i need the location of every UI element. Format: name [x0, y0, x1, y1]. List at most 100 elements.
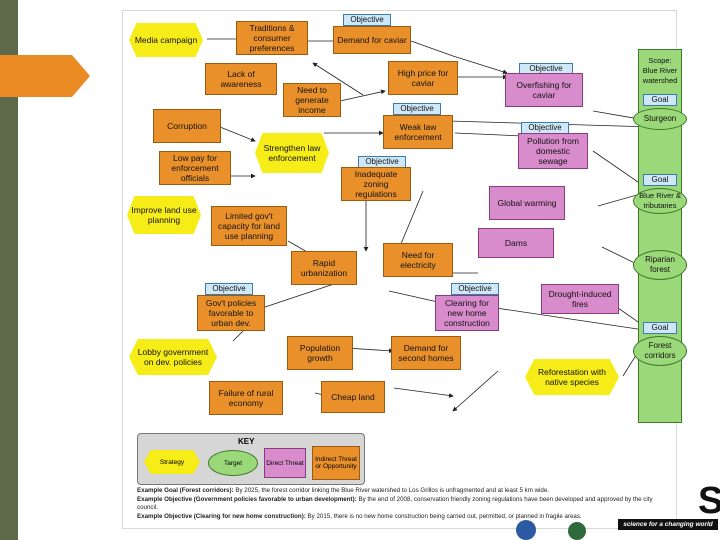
node-label: Low pay for enforcement officials: [171, 153, 219, 183]
strategy-media-campaign: Media campaign: [129, 23, 203, 57]
key-label: Indirect Threat or Opportunity: [315, 456, 357, 470]
objective-tag: Objective: [451, 283, 499, 295]
direct-clearing: Clearing for new home construction: [435, 295, 499, 331]
node-label: Corruption: [167, 121, 207, 131]
node-label: High price for caviar: [397, 68, 449, 88]
node-label: Strengthen law enforcement: [263, 143, 321, 163]
note-text: By the end of 2008, conservation friendl…: [137, 495, 653, 512]
indirect-inadequate-zoning: Inadequate zoning regulations: [341, 167, 411, 201]
objective-tag: Objective: [205, 283, 253, 295]
note-objective-2: Example Objective (Clearing for new home…: [137, 513, 673, 522]
node-label: Media campaign: [134, 35, 198, 45]
target-blue-river: Blue River & tributaries: [633, 188, 687, 214]
indirect-need-income: Need to generate income: [283, 83, 341, 117]
node-label: Improve land use planning: [131, 205, 197, 225]
target-label: Forest corridors: [644, 341, 676, 360]
conceptual-model-diagram: Media campaign Traditions & consumer pre…: [122, 10, 687, 529]
objective-tag: Objective: [343, 14, 391, 26]
indirect-population-growth: Population growth: [287, 336, 353, 370]
key-direct-threat: Direct Threat: [264, 448, 306, 478]
key-label: Direct Threat: [266, 459, 304, 467]
goal-tag: Goal: [643, 322, 677, 334]
key-label: Target: [223, 459, 243, 467]
note-text: By 2025, the forest corridor linking the…: [235, 487, 550, 494]
node-label: Failure of rural economy: [218, 388, 274, 408]
strategy-improve-land: Improve land use planning: [127, 196, 201, 234]
indirect-weak-law: Weak law enforcement: [383, 115, 453, 149]
slide-sidebar: [0, 0, 18, 540]
note-text: By 2015, there is no new home constructi…: [307, 512, 582, 520]
indirect-lack-awareness: Lack of awareness: [205, 63, 277, 95]
indirect-corruption: Corruption: [153, 109, 221, 143]
indirect-failure-rural: Failure of rural economy: [209, 381, 283, 415]
node-label: Traditions & consumer preferences: [249, 23, 295, 53]
target-label: Riparian forest: [645, 255, 675, 274]
key-title: KEY: [238, 437, 255, 446]
note-objective-1: Example Objective (Government policies f…: [137, 496, 673, 513]
note-label: Example Goal (Forest corridors):: [137, 487, 234, 494]
indirect-high-price: High price for caviar: [388, 61, 458, 95]
arrow-tab: [0, 55, 90, 97]
node-label: Global warming: [497, 198, 557, 208]
indirect-demand-homes: Demand for second homes: [391, 336, 461, 370]
indirect-need-electricity: Need for electricity: [383, 243, 453, 277]
target-label: Blue River & tributaries: [639, 191, 681, 210]
note-goal: Example Goal (Forest corridors): By 2025…: [137, 487, 673, 496]
key-strategy: Strategy: [144, 450, 200, 474]
agency-seal-2-icon: [568, 522, 586, 540]
note-label: Example Objective (Clearing for new home…: [137, 512, 306, 520]
direct-drought-fires: Drought-induced fires: [541, 284, 619, 314]
direct-dams: Dams: [478, 228, 554, 258]
key-label: Strategy: [159, 458, 185, 466]
node-label: Need for electricity: [400, 250, 436, 270]
indirect-traditions: Traditions & consumer preferences: [236, 21, 308, 55]
node-label: Weak law enforcement: [394, 122, 442, 142]
indirect-gov-policies: Gov't policies favorable to urban dev.: [197, 295, 265, 331]
strategy-strengthen-law: Strengthen law enforcement: [255, 133, 329, 173]
target-label: Sturgeon: [643, 114, 677, 123]
indirect-demand-caviar: Demand for caviar: [333, 26, 411, 54]
target-sturgeon: Sturgeon: [633, 108, 687, 130]
logo-tagline: science for a changing world: [618, 519, 718, 530]
example-notes: Example Goal (Forest corridors): By 2025…: [137, 487, 673, 521]
target-forest-corridors: Forest corridors: [633, 336, 687, 366]
node-label: Reforestation with native species: [537, 367, 607, 387]
node-label: Drought-induced fires: [548, 289, 612, 309]
node-label: Population growth: [299, 343, 341, 363]
direct-global-warming: Global warming: [489, 186, 565, 220]
strategy-reforestation: Reforestation with native species: [525, 359, 619, 395]
target-riparian-forest: Riparian forest: [633, 250, 687, 280]
goal-tag: Goal: [643, 174, 677, 186]
scope-title-label: Scope: Blue River watershed: [642, 56, 678, 85]
node-label: Gov't policies favorable to urban dev.: [205, 298, 257, 328]
indirect-limited-capacity: Limited gov't capacity for land use plan…: [211, 206, 287, 246]
objective-tag: Objective: [393, 103, 441, 115]
key-indirect-threat: Indirect Threat or Opportunity: [312, 446, 360, 480]
node-label: Need to generate income: [295, 85, 329, 115]
logo-letter: S: [698, 480, 720, 522]
node-label: Cheap land: [331, 392, 375, 402]
key-target: Target: [208, 450, 258, 476]
strategy-lobby: Lobby government on dev. policies: [129, 339, 217, 375]
direct-overfishing: Overfishing for caviar: [505, 73, 583, 107]
node-label: Lack of awareness: [220, 69, 262, 89]
node-label: Limited gov't capacity for land use plan…: [218, 211, 280, 241]
node-label: Inadequate zoning regulations: [354, 169, 398, 199]
node-label: Dams: [504, 238, 528, 248]
node-label: Overfishing for caviar: [516, 80, 572, 100]
scope-box: Scope: Blue River watershed Goal Sturgeo…: [633, 49, 687, 423]
node-label: Demand for second homes: [398, 343, 454, 363]
node-label: Pollution from domestic sewage: [527, 136, 579, 166]
note-label: Example Objective (Government policies f…: [137, 495, 357, 503]
agency-seal-icon: [516, 520, 536, 540]
indirect-rapid-urbanization: Rapid urbanization: [291, 251, 357, 285]
node-label: Rapid urbanization: [300, 258, 348, 278]
indirect-cheap-land: Cheap land: [321, 381, 385, 413]
node-label: Lobby government on dev. policies: [137, 347, 209, 367]
indirect-low-pay: Low pay for enforcement officials: [159, 151, 231, 185]
legend-key: KEY Strategy Target Direct Threat Indire…: [137, 433, 365, 485]
direct-pollution: Pollution from domestic sewage: [518, 133, 588, 169]
node-label: Demand for caviar: [337, 35, 407, 45]
node-label: Clearing for new home construction: [444, 298, 490, 328]
scope-title: Scope: Blue River watershed: [639, 52, 681, 90]
